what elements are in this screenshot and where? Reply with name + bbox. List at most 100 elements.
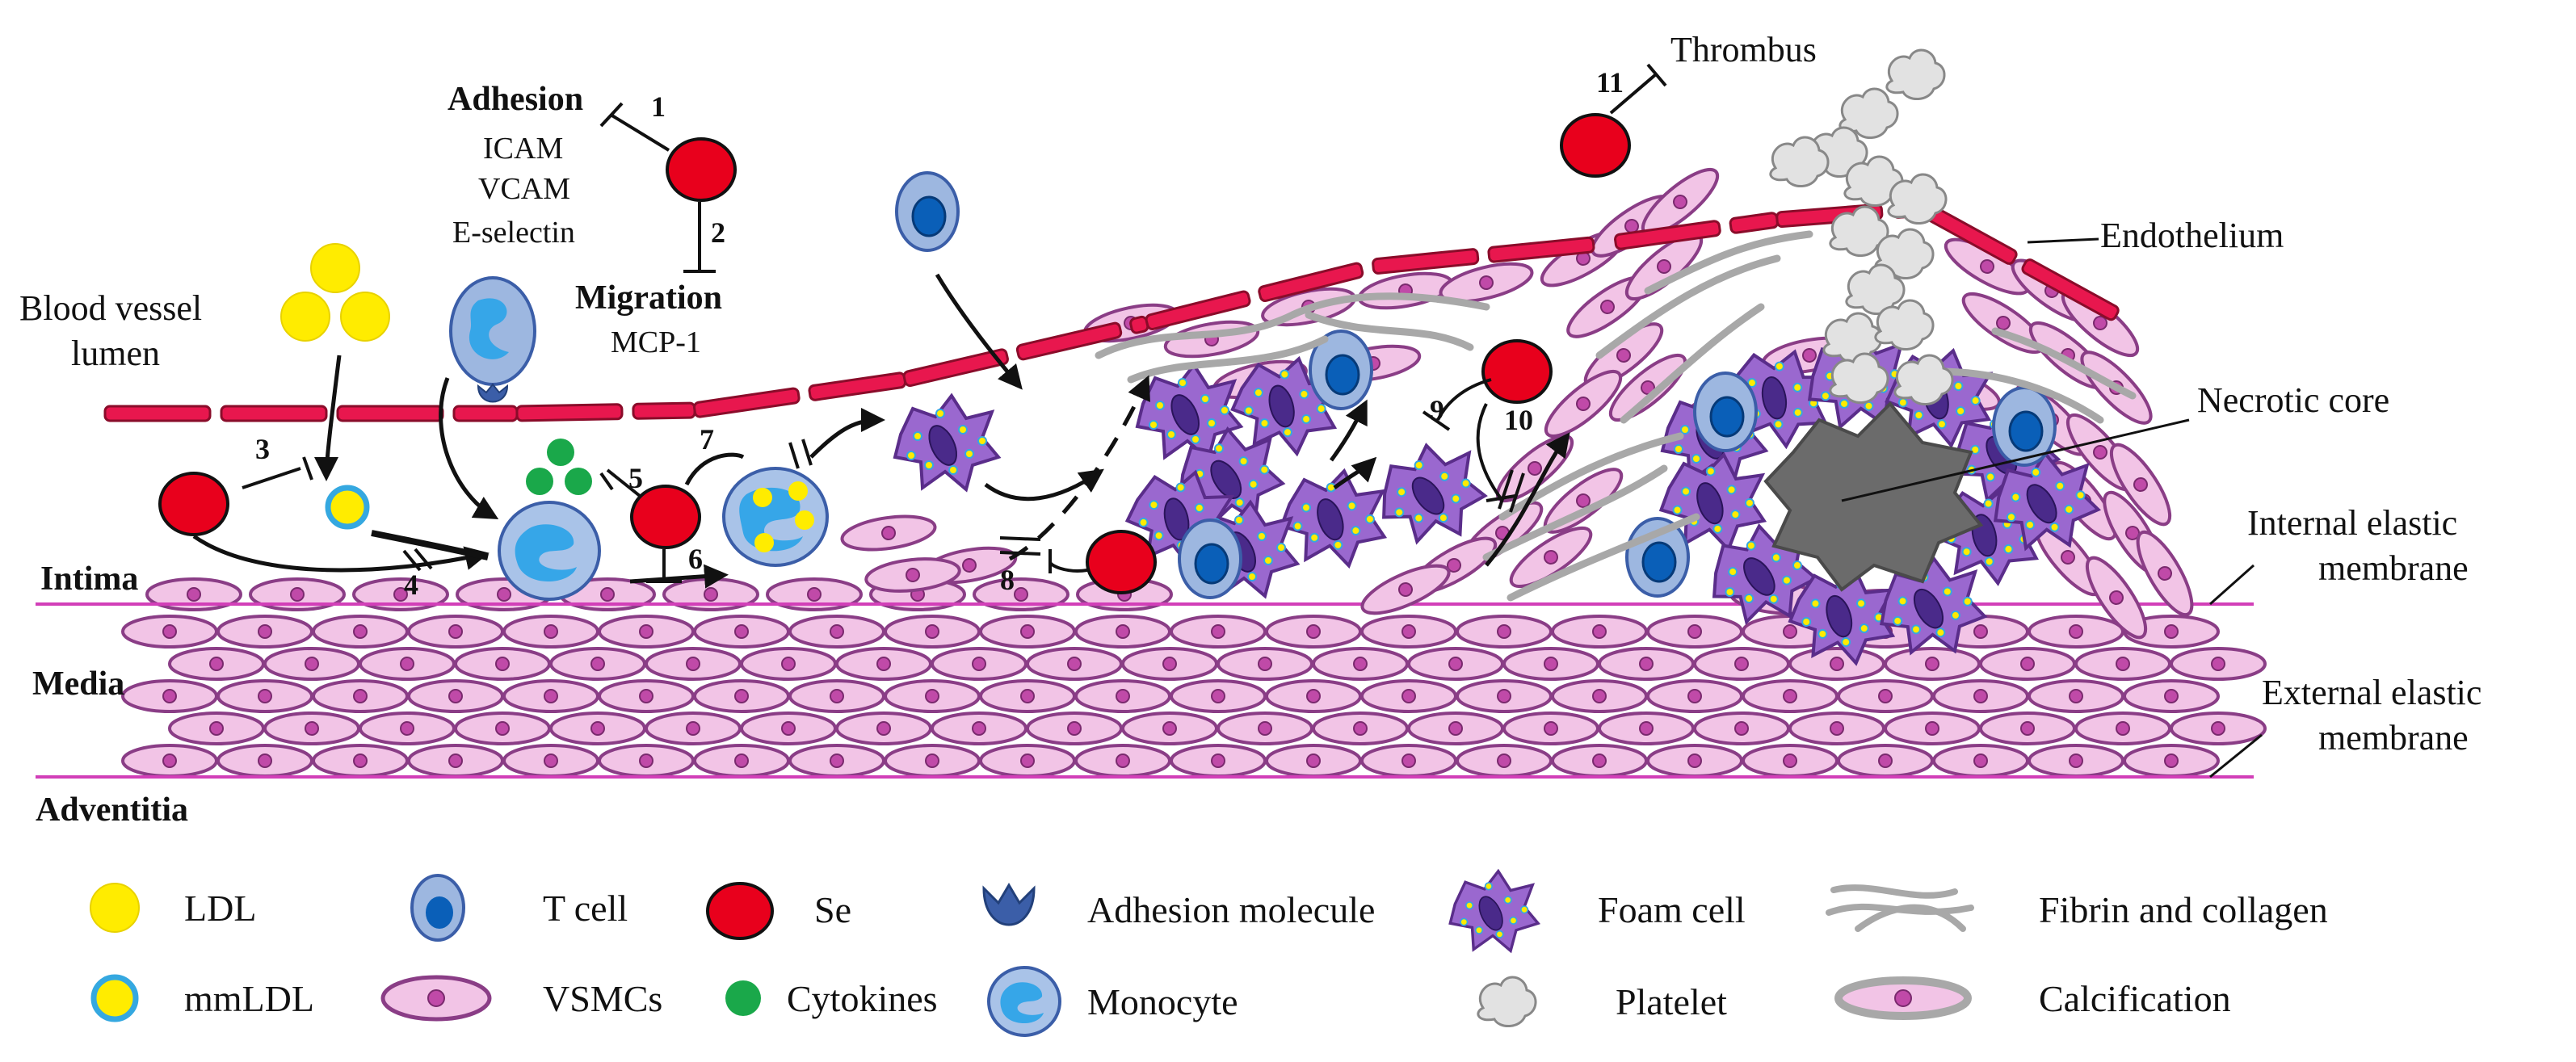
vsmc-media [312,679,409,713]
endothelium [103,199,2120,422]
vsmc-media [1884,647,1981,681]
vsmc-media [788,679,885,713]
vsmc-media [502,679,599,713]
vsmc-media [1456,615,1553,649]
foam-cell [1276,463,1393,571]
legend-mmldl-label: mmLDL [184,978,314,1019]
legend-tcell-label: T cell [543,888,628,929]
step-6: 6 [688,543,703,575]
vsmc-media [740,711,837,745]
legend-fibrin-icon [1826,884,1974,932]
vsmc-media [216,744,313,778]
vsmc-media [1312,711,1409,745]
vsmc-media [1551,679,1648,713]
vsmc-media [740,647,837,681]
step-8: 8 [1000,564,1015,596]
vsmc-media [1026,647,1123,681]
vsmc-media [1360,615,1457,649]
vsmc-media [1360,744,1457,778]
mmldl-particle [325,485,370,530]
vsmc-media [168,711,265,745]
vsmc-media [979,744,1076,778]
vsmc-media [454,647,551,681]
vsmc-media [1742,679,1838,713]
vsmc-media [1456,744,1553,778]
thrombus-label: Thrombus [1670,30,1817,69]
legend-adhesion-molecule-icon [982,883,1036,926]
vsmc-media [216,615,313,649]
vsmc-media [693,744,790,778]
legend-monocyte-label: Monocyte [1087,981,1238,1022]
vsmc-plaque [838,510,939,556]
vsmc-media [502,744,599,778]
vsmc-media [598,679,695,713]
endothelial-cell [902,348,1009,388]
external-elastic-label-line1: External elastic [2262,673,2481,712]
legend-platelet-label: Platelet [1616,981,1727,1022]
ldl-cluster [280,243,390,342]
legend-calcification-icon [1834,976,1972,1020]
necrotic-core-label: Necrotic core [2197,380,2389,420]
vsmc-media [407,744,504,778]
vsmc-media [835,647,932,681]
endothelial-cell [515,403,624,422]
vsmc-media [2028,615,2124,649]
vsmc-media [645,647,742,681]
vsmc-media [2123,744,2220,778]
lumen-label-line1: Blood vessel [19,288,202,328]
se-particle-8 [1086,530,1157,594]
step-1: 1 [651,90,666,123]
vsmc-media [359,711,456,745]
pathway-arrows [192,273,1570,589]
vsmc-media [931,647,1027,681]
vsmc-media [549,647,646,681]
vsmc-media [407,679,504,713]
vsmc-media [1026,711,1123,745]
endothelial-cell [452,405,519,422]
se-particle-11 [1560,113,1631,178]
vsmc-media [835,711,932,745]
endothelial-cell [103,405,212,422]
vsmc-media [407,615,504,649]
legend-adhesion-molecule-label: Adhesion molecule [1087,889,1375,930]
legend-foam-cell-label: Foam cell [1598,889,1746,930]
vsmc-media [1693,647,1790,681]
intima-label: Intima [40,560,138,598]
vsmc-media [1598,711,1695,745]
vsmc-media [2074,711,2171,745]
endothelial-cell [220,405,328,422]
vsmc-media [1170,679,1267,713]
vsmc-media [549,711,646,745]
vsmc-media [1265,744,1362,778]
vsmc-media [1312,647,1409,681]
inhibition-lines [242,63,1667,583]
step-10: 10 [1504,404,1533,436]
vsmc-media [312,615,409,649]
vsmc-media [1265,679,1362,713]
vsmc-media [1170,615,1267,649]
endothelium-label: Endothelium [2100,216,2284,255]
macrophage-ldl-uptake [722,467,829,567]
endothelial-cell [808,371,906,401]
internal-elastic-label-line1: Internal elastic [2247,503,2457,543]
vsmc-media [121,679,218,713]
lumen-label-line2: lumen [71,334,160,373]
vsmc-media [454,711,551,745]
vsmc-media [2123,679,2220,713]
vsmc-media [263,711,360,745]
pointer-lines [1841,237,2190,502]
vsmc-media [884,744,981,778]
step-11: 11 [1596,66,1624,99]
vsmc-media [693,615,790,649]
legend-foam-cell-icon [1448,869,1540,952]
legend-cytokines-label: Cytokines [787,978,938,1019]
vsmc-media [1979,647,2076,681]
vsmc-media [1788,711,1885,745]
vsmc-media [1456,679,1553,713]
icam-label: ICAM [483,132,563,166]
vsmc-media [1551,744,1648,778]
vsmc-media [2028,679,2124,713]
vsmc-media [979,679,1076,713]
internal-elastic-label-line2: membrane [2318,548,2469,588]
